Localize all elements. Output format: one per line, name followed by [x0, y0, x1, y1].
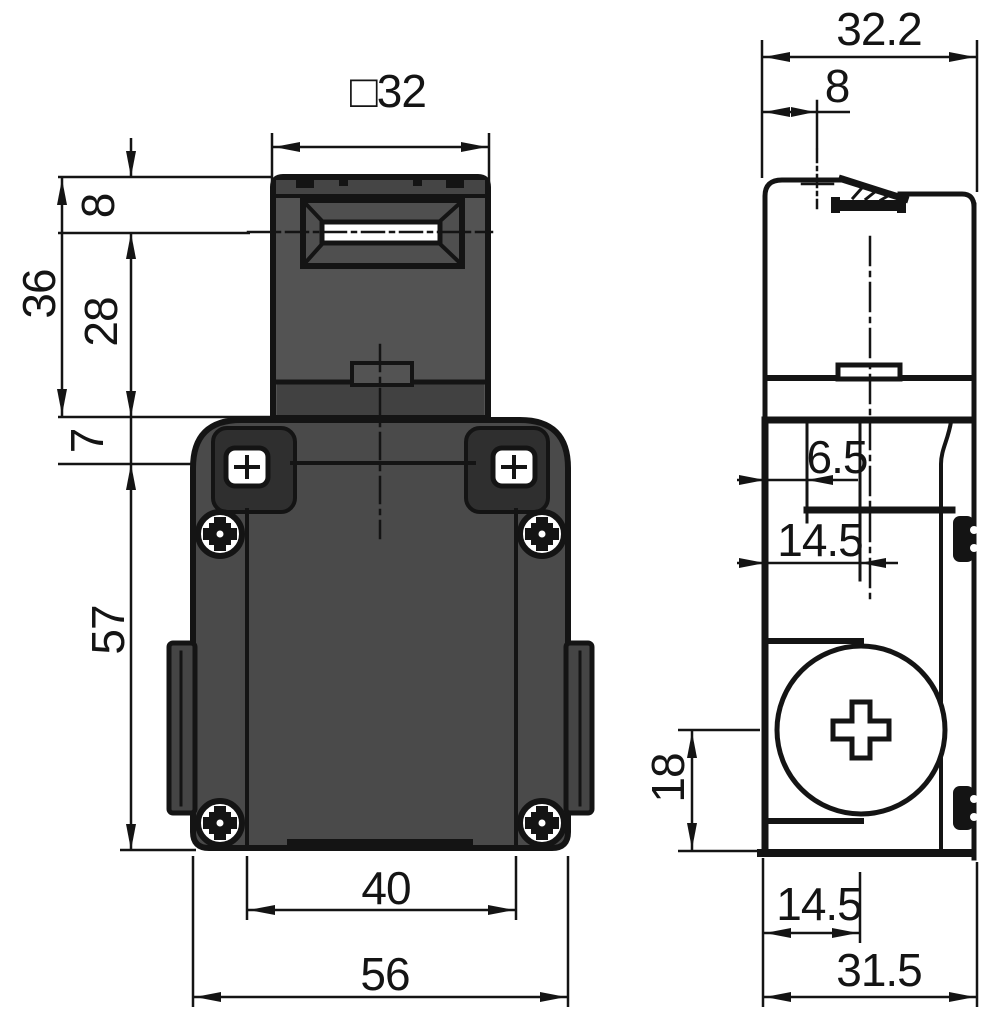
dim-slot-to-base-label: 28	[75, 297, 127, 346]
switch-body-front	[190, 417, 571, 851]
dim-front-head-height: 36	[13, 177, 67, 417]
bezel-corner-br	[436, 240, 462, 265]
mount-clip-top	[953, 516, 978, 562]
dim-side-conduit-height: 18	[642, 728, 760, 853]
front-view	[166, 174, 595, 851]
head-top-band	[276, 180, 485, 195]
dim-front-slot-to-base: 28	[75, 233, 136, 417]
bottom-strip	[287, 839, 473, 850]
dim-slot-axis-depth-label: 14.5	[777, 514, 863, 566]
dim-side-head-depth: 32.2	[760, 3, 979, 192]
phillips-screw-bottom-left-icon	[195, 798, 245, 848]
side-head-right-outline	[897, 191, 977, 210]
bezel-corner-bl	[303, 240, 326, 265]
dim-front-slot-offset: 8	[72, 138, 136, 259]
dim-front-head-width: □32	[270, 65, 491, 186]
dim-slot-plane-label: 8	[825, 60, 850, 112]
dim-front-body-width: 56	[191, 856, 570, 1007]
dim-body-width-label: 56	[360, 948, 409, 1000]
dim-hole-spacing-label: 40	[361, 862, 410, 914]
side-head-left-outline	[762, 177, 845, 423]
dim-head-height-label: 36	[13, 269, 65, 318]
head-screw-right-icon	[490, 445, 538, 489]
phillips-screw-top-right-icon	[517, 509, 567, 559]
side-view	[757, 99, 978, 861]
dim-side-mount-depth: 14.5	[761, 858, 863, 1007]
dim-conduit-height-label: 18	[642, 753, 694, 802]
dim-head-width-label: □32	[350, 65, 426, 117]
notch-bracket-foot-right	[897, 197, 906, 213]
dim-head-depth-label: 32.2	[836, 3, 922, 55]
latch-bump-front	[350, 361, 414, 387]
dim-side-slot-plane: 8	[762, 60, 850, 117]
notch-bracket-foot-left	[831, 197, 840, 213]
dim-front-hole-spacing: 40	[245, 856, 518, 920]
dim-body-height-label: 57	[82, 605, 134, 654]
phillips-screw-bottom-right-icon	[517, 798, 567, 848]
dim-mount-depth-label: 14.5	[776, 878, 862, 930]
phillips-screw-top-left-icon	[195, 509, 245, 559]
top-slot-mark-2	[339, 179, 348, 186]
front-dimensions: □32 36 8 28 7	[13, 65, 570, 1007]
dim-body-depth-label: 31.5	[836, 944, 922, 996]
side-notch-diagonal	[837, 174, 910, 204]
side-back-inner-line	[939, 419, 954, 852]
dim-front-collar: 7	[61, 417, 136, 490]
dim-front-body-height: 57	[82, 464, 136, 850]
mount-clip-bottom	[953, 786, 978, 830]
bezel-corner-tl	[303, 201, 326, 225]
side-dimensions: 32.2 8 6.5 14.5 18	[642, 3, 979, 1007]
top-slot-mark-3	[413, 179, 422, 186]
conduit-cross-icon	[830, 699, 892, 761]
top-slot-mark-1	[296, 179, 314, 188]
dim-collar-label: 7	[61, 429, 113, 454]
dim-side-body-depth: 31.5	[763, 862, 979, 1007]
bezel-corner-tr	[436, 201, 462, 225]
dim-slot-offset-label: 8	[72, 194, 124, 219]
dim-side-front-slot-offset: 6.5	[737, 431, 868, 485]
notch-hatch-lines	[850, 186, 894, 203]
dim-side-slot-axis-depth: 14.5	[737, 514, 898, 568]
head-screw-left-icon	[223, 445, 271, 489]
notch-bracket-bar	[834, 200, 906, 211]
top-slot-mark-4	[446, 179, 464, 188]
dim-front-slot-offset-label: 6.5	[807, 431, 868, 483]
